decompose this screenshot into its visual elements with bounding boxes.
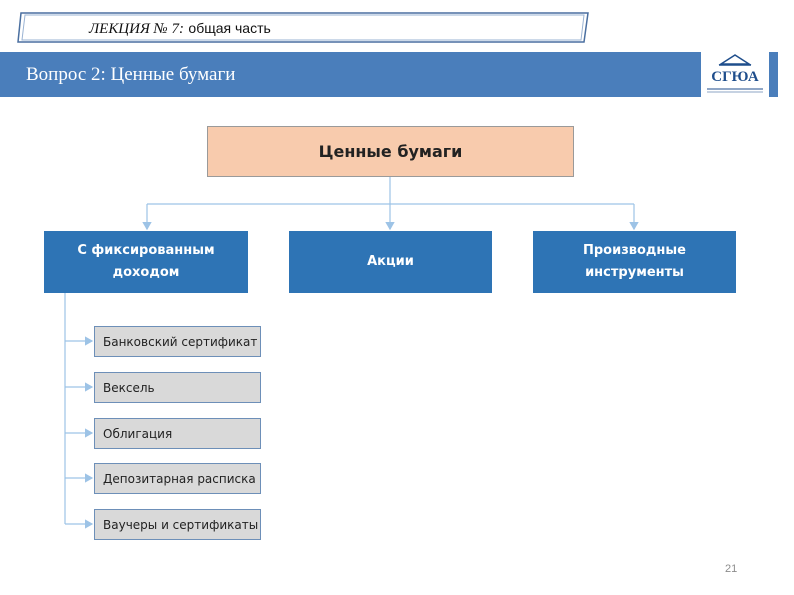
category-line: доходом [112, 265, 180, 280]
category-line: инструменты [585, 265, 684, 280]
category-shares: Акции [289, 231, 492, 293]
university-logo: СГЮА [701, 52, 769, 97]
item-bank-certificate: Банковский сертификат [94, 326, 261, 357]
lecture-label: ЛЕКЦИЯ № 7: [89, 21, 184, 37]
page-number: 21 [725, 563, 738, 575]
item-bill-of-exchange: Вексель [94, 372, 261, 403]
item-bond: Облигация [94, 418, 261, 449]
lecture-frame [17, 12, 589, 43]
category-line: С фиксированным [77, 243, 215, 258]
category-fixed-income: С фиксированным доходом [44, 231, 248, 293]
logo-building-icon [707, 54, 763, 93]
lecture-header: ЛЕКЦИЯ № 7: общая часть [17, 12, 589, 43]
question-title: Вопрос 2: Ценные бумаги [26, 64, 236, 85]
root-node-securities: Ценные бумаги [207, 126, 574, 177]
category-derivatives: Производные инструменты [533, 231, 736, 293]
category-line: Производные [583, 243, 686, 258]
category-line: Акции [367, 254, 414, 269]
lecture-topic: общая часть [188, 20, 271, 36]
title-banner: Вопрос 2: Ценные бумаги СГЮА [0, 52, 778, 97]
item-vouchers-certificates: Ваучеры и сертификаты [94, 509, 261, 540]
lecture-title: ЛЕКЦИЯ № 7: общая часть [89, 20, 271, 38]
item-depositary-receipt: Депозитарная расписка [94, 463, 261, 494]
logo-text: СГЮА [711, 69, 759, 85]
